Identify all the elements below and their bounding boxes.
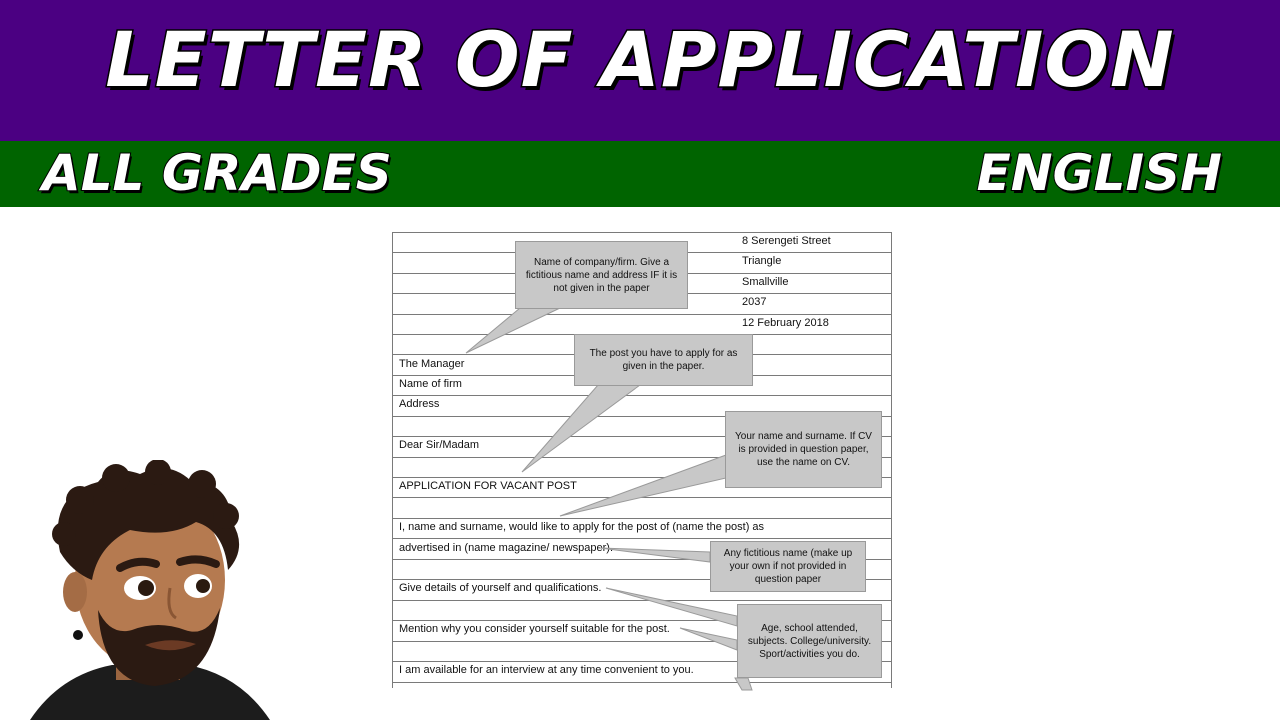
recipient-line: Name of firm: [399, 378, 462, 390]
page-title: LETTER OF APPLICATION: [104, 15, 1175, 104]
title-banner: [0, 0, 1280, 141]
callout-company-name: Name of company/firm. Give a fictitious …: [515, 241, 688, 309]
recipient-line: Address: [399, 398, 440, 410]
body-line: Give details of yourself and qualificati…: [399, 582, 602, 594]
body-line: advertised in (name magazine/ newspaper)…: [399, 542, 614, 554]
callout-post: The post you have to apply for as given …: [574, 334, 753, 386]
subtitle-banner: [0, 141, 1280, 207]
recipient-line: The Manager: [399, 358, 465, 370]
ruled-line: [393, 497, 891, 498]
body-line: I, name and surname, would like to apply…: [399, 521, 765, 533]
ruled-line: [393, 518, 891, 519]
ruled-line: [393, 600, 891, 601]
grade-label: ALL GRADES: [41, 144, 393, 202]
sender-address-line: 8 Serengeti Street: [742, 235, 831, 247]
ruled-line: [393, 682, 891, 683]
ruled-line: [393, 436, 891, 437]
ruled-line: [393, 232, 891, 233]
ruled-line: [393, 579, 891, 580]
sender-address-line: Triangle: [742, 255, 782, 267]
callout-your-name: Your name and surname. If CV is provided…: [725, 411, 882, 488]
body-line: I am available for an interview at any t…: [399, 664, 694, 676]
ruled-line: [393, 314, 891, 315]
callout-fictitious-name: Any fictitious name (make up your own if…: [710, 541, 866, 592]
callout-details: Age, school attended, subjects. College/…: [737, 604, 882, 678]
ruled-line: [393, 641, 891, 642]
avatar: [30, 460, 270, 720]
ruled-line: [393, 395, 891, 396]
letter-date: 12 February 2018: [742, 317, 829, 329]
ruled-line: [393, 416, 891, 417]
salutation: Dear Sir/Madam: [399, 439, 480, 451]
subject-line: APPLICATION FOR VACANT POST: [399, 480, 577, 492]
ruled-line: [393, 538, 891, 539]
body-line: Mention why you consider yourself suitab…: [399, 623, 670, 635]
sender-address-line: Smallville: [742, 276, 789, 288]
sender-address-line: 2037: [742, 296, 767, 308]
subject-label: ENGLISH: [976, 144, 1223, 202]
ruled-line: [393, 661, 891, 662]
